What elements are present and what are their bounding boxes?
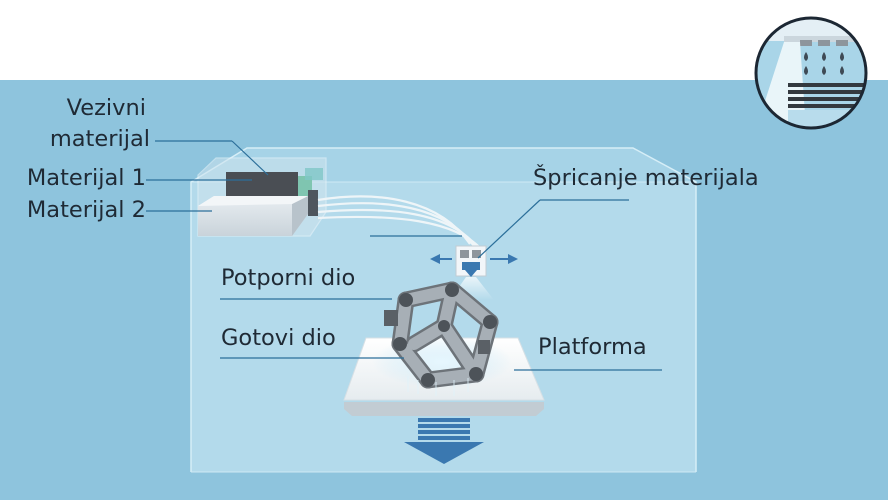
material-cartridges [197,157,327,237]
label-finished-part: Gotovi dio [221,325,336,351]
droplet-print-head-icon [754,16,868,130]
label-spraying: Špricanje materijala [533,165,759,191]
leader-lines [146,140,662,371]
label-material-2: Materijal 2 [26,197,146,223]
label-platform: Platforma [538,334,647,360]
dodecahedron-part [384,281,499,396]
label-material-1: Materijal 1 [26,165,146,191]
double-arrow-icon [430,254,518,264]
feed-tubes [317,195,483,251]
down-arrow-icon [404,418,484,464]
print-head [455,245,487,277]
label-support-part: Potporni dio [221,265,356,291]
label-binder-line2: materijal [49,126,150,152]
label-binder-line1: Vezivni [66,95,146,121]
